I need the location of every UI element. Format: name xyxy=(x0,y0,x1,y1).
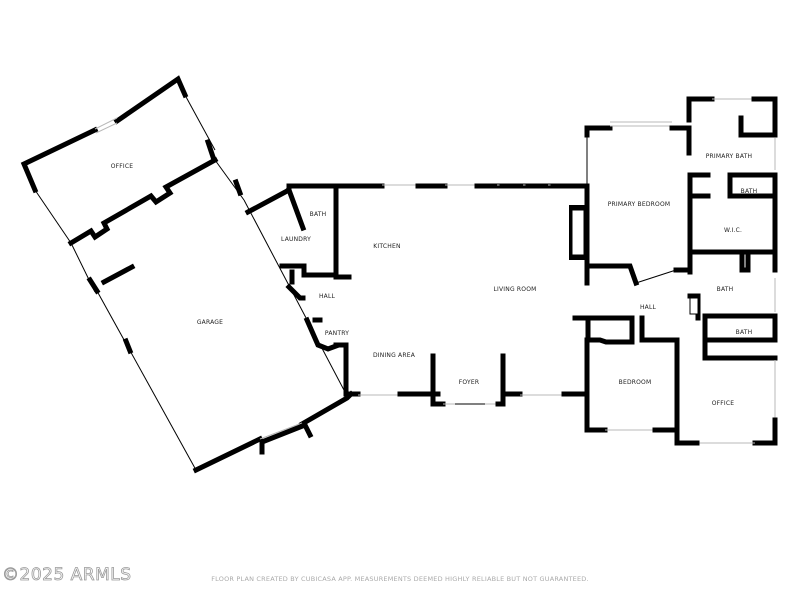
office-east-north-wall xyxy=(702,337,778,361)
label-garage: GARAGE xyxy=(197,319,223,326)
primary-bedroom-west-wall xyxy=(584,125,613,138)
primary-bedroom-north-wall xyxy=(669,125,692,156)
garage-south-wall-east xyxy=(298,390,355,428)
garage-west-wall-stub xyxy=(86,276,101,295)
primary-bedroom-door-swing xyxy=(635,269,677,284)
foyer-east-wall xyxy=(495,353,506,407)
bath-wic-wall xyxy=(727,172,778,203)
floor-plan-disclaimer: FLOOR PLAN CREATED BY CUBICASA APP. MEAS… xyxy=(211,575,589,583)
label-bath-east-upper: BATH xyxy=(717,286,734,293)
laundry-south-wall xyxy=(279,263,307,275)
label-bath-east-lower: BATH xyxy=(736,329,753,336)
garage-wing xyxy=(20,75,355,474)
laundry-north-wall xyxy=(244,183,378,216)
label-foyer: FOYER xyxy=(459,379,479,386)
label-primary-bedroom: PRIMARY BEDROOM xyxy=(608,201,671,208)
primary-bedroom-south-wall xyxy=(584,263,640,287)
label-dining-area: DINING AREA xyxy=(373,352,416,359)
bath-divider-east xyxy=(702,313,778,343)
garage-side-stub xyxy=(122,337,134,355)
bedroom-wing xyxy=(584,337,680,446)
label-bath-laundry: BATH xyxy=(310,211,327,218)
label-hall-west: HALL xyxy=(319,293,336,300)
office-west-wall xyxy=(20,126,99,194)
office-window xyxy=(94,117,118,130)
office-east-wall-stub xyxy=(204,138,217,161)
garage-west-edge xyxy=(96,290,197,471)
garage-door-jamb xyxy=(232,178,244,197)
label-wic: W.I.C. xyxy=(724,227,742,234)
pantry-wall xyxy=(303,316,340,352)
label-hall-east: HALL xyxy=(640,304,657,311)
primary-bath-west-wall xyxy=(686,96,715,123)
label-bath-wic: BATH xyxy=(741,188,758,195)
hall-west-wall xyxy=(285,283,306,301)
office-north-wall xyxy=(113,75,189,125)
bath-wic-inner xyxy=(727,172,778,199)
label-office-east: OFFICE xyxy=(712,400,735,407)
hall-fixture xyxy=(689,297,699,315)
label-pantry: PANTRY xyxy=(325,330,349,337)
garage-door-frame xyxy=(259,421,314,455)
bath-upper-block xyxy=(739,249,751,273)
wic-south-wall xyxy=(687,193,778,255)
label-living-room: LIVING ROOM xyxy=(493,286,536,293)
wic-west-wall xyxy=(687,172,711,199)
pantry-east-wall xyxy=(333,342,349,395)
garage-south-wall xyxy=(192,435,264,474)
office-east-wing xyxy=(674,337,778,446)
bath-divider xyxy=(285,186,307,232)
label-kitchen: KITCHEN xyxy=(373,243,400,250)
label-laundry: LAUNDRY xyxy=(281,236,311,243)
primary-bath-north-wall xyxy=(751,96,778,138)
garage-door-window xyxy=(259,422,303,440)
bath-upper-east xyxy=(765,249,778,273)
label-primary-bath: PRIMARY BATH xyxy=(706,153,753,160)
main-living-block xyxy=(333,183,590,407)
office-window-inner xyxy=(95,122,118,134)
service-core xyxy=(244,183,378,395)
label-office-west: OFFICE xyxy=(111,163,134,170)
garage-wall-segment xyxy=(100,263,136,286)
label-bedroom: BEDROOM xyxy=(619,379,652,386)
hall-south-wall xyxy=(572,315,635,343)
east-hall xyxy=(572,249,778,343)
office-garage-partition xyxy=(67,156,219,247)
room-labels: OFFICE GARAGE BATH LAUNDRY HALL PANTRY K… xyxy=(111,153,758,407)
copyright-watermark: ©2025 ARMLS xyxy=(2,565,132,585)
primary-suite xyxy=(584,96,778,287)
office-east-east-wall xyxy=(752,417,778,446)
bedroom-north-wall xyxy=(584,337,635,345)
fireplace-hearth xyxy=(571,209,585,256)
foyer-west-wall xyxy=(430,353,446,407)
office-west-edge xyxy=(34,189,72,244)
